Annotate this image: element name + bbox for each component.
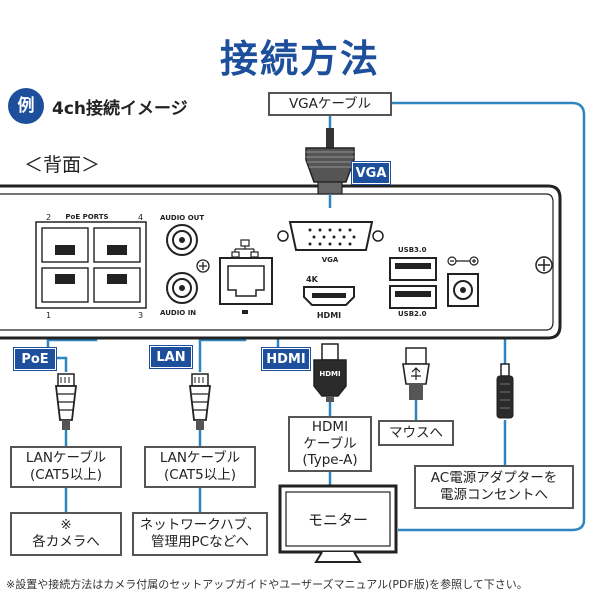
poe-port-num-1: 1 [46,311,51,320]
page-title: 接続方法 [219,37,380,81]
poe-port-num-2: 2 [46,213,51,222]
rear-label: ＜背面＞ [24,154,101,176]
audio-in-label: AUDIO IN [160,309,196,317]
lan-cable-2-icon [188,373,212,430]
usb2-label: USB2.0 [398,310,427,318]
usb-ports [389,257,437,309]
vga-port-icon [277,221,384,251]
hdmi-tag: HDMI [262,348,310,370]
poe-port-2-icon [41,227,89,263]
vga-loop-line [392,101,586,532]
poe-port-3-icon [93,267,141,303]
hdmi-port-icon: 4K HDMI [303,275,355,320]
mouse-box: マウスへ [378,420,454,446]
poe-tag: PoE [14,348,56,370]
example-badge: 例 [8,88,44,124]
lan-cable-1-icon [54,373,78,430]
poe-port-num-4: 4 [138,213,143,222]
hdmi-cable-box: HDMI ケーブル (Type-A) [288,416,372,472]
audio-out-label: AUDIO OUT [160,214,204,222]
vga-tag: VGA [352,162,390,184]
footnote: ※設置や接続方法はカメラ付属のセットアップガイドやユーザーズマニュアル(PDF版… [6,578,528,591]
hdmi-cable-logo: HDMI [319,370,340,378]
lan-tag: LAN [150,346,192,368]
example-subtitle: 4ch接続イメージ [52,99,188,119]
lan-port-icon [219,257,273,314]
ground-icon [196,259,210,273]
poe-ports-block [35,221,147,309]
dc-power-jack-icon [447,256,479,307]
monitor-icon [278,484,398,563]
vga-port-label: VGA [322,256,339,264]
vga-cable-box: VGAケーブル [268,92,392,116]
hdmi-logo-label: HDMI [317,311,341,320]
poe-port-1-icon [41,267,89,303]
network-hub-box: ネットワークハブ、 管理用PCなどへ [132,512,268,556]
ac-adapter-box: AC電源アダプターを 電源コンセントへ [414,465,574,509]
lan-cable-1-box: LANケーブル (CAT5以上) [10,446,122,488]
usb3-label: USB3.0 [398,246,427,254]
audio-jacks [166,224,198,304]
lan-cable-2-box: LANケーブル (CAT5以上) [144,446,256,488]
poe-ports-label: PoE PORTS [65,213,108,221]
usb-cable-icon [402,347,430,400]
monitor-label: モニター [307,510,368,529]
network-icon [231,239,259,258]
cameras-box: ※ 各カメラへ [10,512,122,556]
hdmi-cable-icon: HDMI [313,343,347,402]
power-cable-icon [496,363,514,419]
hdmi-4k-label: 4K [306,275,319,284]
vga-cable-plug-icon [305,128,355,208]
poe-port-num-3: 3 [138,311,143,320]
